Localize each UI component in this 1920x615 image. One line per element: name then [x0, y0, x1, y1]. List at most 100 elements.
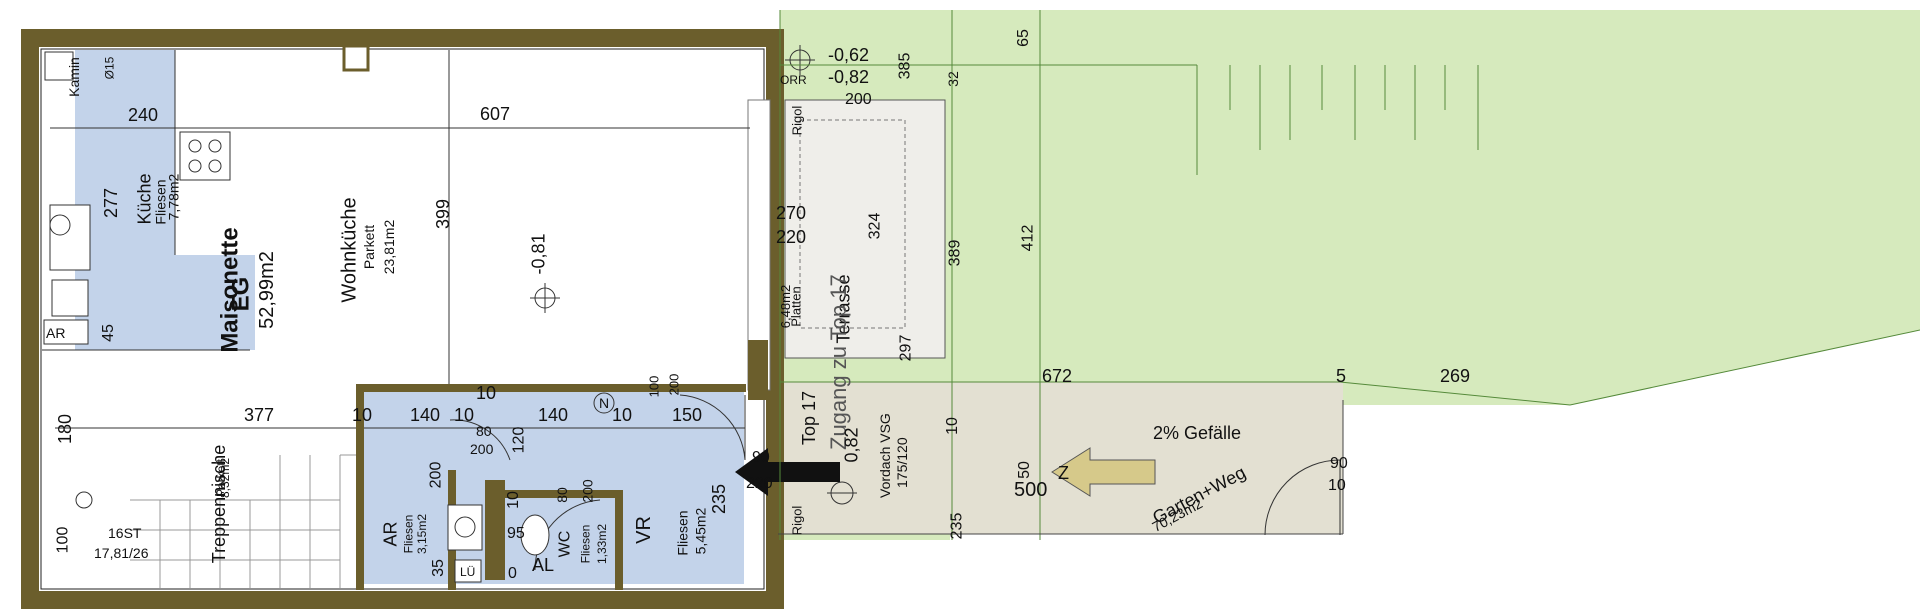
dim-45: 45	[99, 324, 117, 342]
kueche-name: Küche	[134, 173, 155, 225]
dim-607: 607	[480, 104, 511, 124]
wc-floor: Fliesen	[578, 524, 593, 564]
wall-wc-top	[490, 490, 620, 498]
door-arc-path	[1264, 459, 1341, 536]
north-label: N	[599, 395, 610, 411]
wall-pillar	[748, 340, 768, 400]
dim-95: 95	[507, 525, 525, 542]
ar-fixture	[447, 504, 483, 551]
cooktop	[179, 131, 231, 181]
wc-name: WC	[556, 530, 574, 558]
rigol-top: Rigol	[789, 105, 805, 136]
dim-10g: 10	[1328, 477, 1346, 494]
sink	[49, 204, 91, 271]
gefaelle-label: 2% Gefälle	[1153, 423, 1242, 443]
dim-10a: 10	[352, 405, 373, 425]
stairs-ratio: 17,81/26	[94, 545, 149, 561]
wohnkueche-area: 23,81m2	[381, 219, 398, 275]
ar-box	[43, 319, 89, 345]
orr-label: ORR	[780, 73, 807, 87]
dim-270: 270	[776, 203, 807, 223]
wall-wet-top	[356, 384, 746, 392]
ar-name: AR	[380, 521, 401, 547]
dim-65: 65	[1014, 29, 1032, 47]
dim-32: 32	[944, 71, 961, 87]
stairs-count: 16ST	[108, 525, 142, 541]
wet-area-tiles	[362, 392, 744, 584]
kamin-dim: Ø15	[102, 56, 117, 80]
dim-200e: 200	[845, 91, 872, 108]
wohnkueche-name: Wohnküche	[338, 197, 361, 303]
dim-50: 50	[1015, 461, 1033, 479]
dim-220: 220	[746, 475, 773, 492]
vr-floor: Fliesen	[674, 510, 691, 556]
dim-5: 5	[1336, 366, 1347, 386]
dim-35: 35	[429, 559, 447, 577]
slope-arrow	[1051, 447, 1156, 497]
top17-label: Top 17	[799, 390, 819, 445]
vr-name: VR	[632, 516, 655, 544]
dim-082: 0,82	[841, 427, 862, 463]
dim-500: 500	[1014, 479, 1048, 501]
path-outline	[778, 400, 1344, 535]
dim-10d: 10	[612, 405, 633, 425]
terrasse-area: 6,48m2	[778, 284, 794, 329]
dim-0: 0	[508, 565, 517, 582]
zugang-label: Zugang zu Top 17	[826, 274, 851, 450]
lue-box	[454, 559, 482, 583]
treppe-area: 8,32m2	[218, 457, 233, 499]
dim-80: 80	[476, 423, 492, 439]
level-081: -0,81	[528, 233, 549, 275]
dim-200b: 200	[427, 461, 445, 489]
vr-area: 5,45m2	[692, 507, 709, 555]
dim-672: 672	[1042, 366, 1073, 386]
dim-200d: 200	[579, 479, 596, 503]
chimney	[44, 51, 74, 81]
z-label: Z	[1058, 463, 1069, 483]
dim-235: 235	[709, 483, 730, 515]
stairs-lines	[130, 454, 356, 588]
vordach-label: Vordach VSG	[877, 413, 893, 498]
wc-area: 1,33m2	[595, 523, 610, 565]
wall-wet-left	[356, 384, 364, 590]
dim-297: 297	[897, 334, 915, 362]
dim-100: 100	[54, 526, 72, 554]
north-indicator	[593, 392, 615, 414]
dim-200a: 200	[470, 441, 494, 457]
terrace-inner	[799, 119, 906, 329]
garden-lines	[779, 10, 1920, 540]
dim-180: 180	[55, 413, 76, 445]
dim-100b: 100	[646, 375, 662, 398]
dim-277: 277	[101, 187, 122, 219]
lue-label: LÜ	[460, 565, 476, 579]
sink-basin	[51, 279, 89, 317]
dim-10f: 10	[943, 417, 961, 435]
kitchen-tiles-b	[115, 255, 255, 350]
dim-269: 269	[1440, 366, 1471, 386]
dim-412: 412	[1019, 224, 1037, 252]
door-arc-ar	[449, 419, 511, 461]
dim-10c: 10	[476, 383, 497, 403]
wall-wc-vr	[615, 490, 623, 590]
level-marker	[75, 45, 857, 509]
dim-399: 399	[433, 198, 454, 230]
level-082: -0,82	[828, 67, 870, 87]
ar-area: 3,15m2	[415, 513, 430, 555]
rigol-bottom: Rigol	[789, 505, 805, 536]
toilet	[520, 514, 550, 556]
dim-140a: 140	[410, 405, 441, 425]
door-arc-wc	[534, 499, 601, 571]
apartment-level: EG	[227, 276, 255, 312]
kamin-label: Kamin	[65, 57, 82, 97]
dim-389: 389	[946, 239, 964, 267]
garden-path	[778, 382, 1343, 534]
level-062: -0,62	[828, 45, 870, 65]
wall-shaft	[485, 480, 505, 580]
wohnkueche-floor: Parkett	[361, 224, 378, 270]
vordach-dim: 175/120	[894, 437, 910, 488]
dim-235b: 235	[948, 512, 966, 540]
ar-floor: Fliesen	[401, 514, 416, 554]
dim-220b: 220	[776, 227, 807, 247]
entrance-arrow	[735, 448, 840, 496]
dim-80b: 80	[553, 487, 570, 503]
